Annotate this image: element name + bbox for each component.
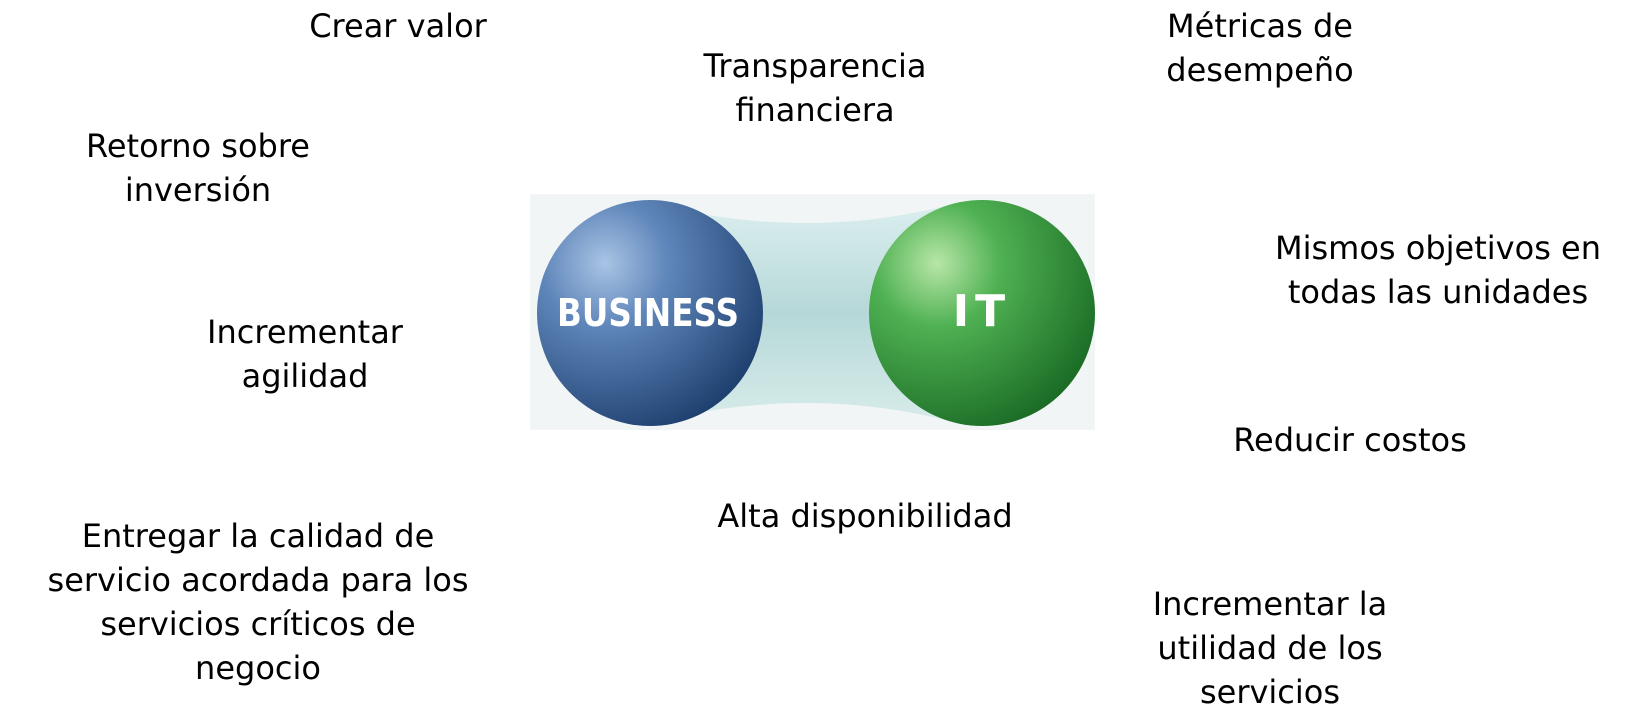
label-retorno-inversion: Retorno sobre inversión <box>86 127 310 209</box>
business-label: BUSINESS <box>557 291 739 335</box>
label-crear-valor: Crear valor <box>309 7 487 45</box>
business-sphere <box>537 200 763 426</box>
business-it-graphic: BUSINESS IT <box>530 190 1100 435</box>
label-incrementar-agilidad: Incrementar agilidad <box>207 313 403 395</box>
it-sphere <box>869 200 1095 426</box>
label-incrementar-utilidad: Incrementar la utilidad de los servicios <box>1152 585 1388 711</box>
label-alta-disponibilidad: Alta disponibilidad <box>717 497 1013 535</box>
label-entregar-calidad: Entregar la calidad de servicio acordada… <box>47 517 469 687</box>
label-metricas-desempeno: Métricas de desempeño <box>1166 7 1354 89</box>
it-label: IT <box>953 286 1011 337</box>
business-it-svg: BUSINESS IT <box>530 194 1095 430</box>
label-reducir-costos: Reducir costos <box>1233 421 1467 459</box>
label-mismos-objetivos: Mismos objetivos en todas las unidades <box>1275 229 1601 311</box>
label-transparencia-financiera: Transparencia financiera <box>703 47 927 129</box>
